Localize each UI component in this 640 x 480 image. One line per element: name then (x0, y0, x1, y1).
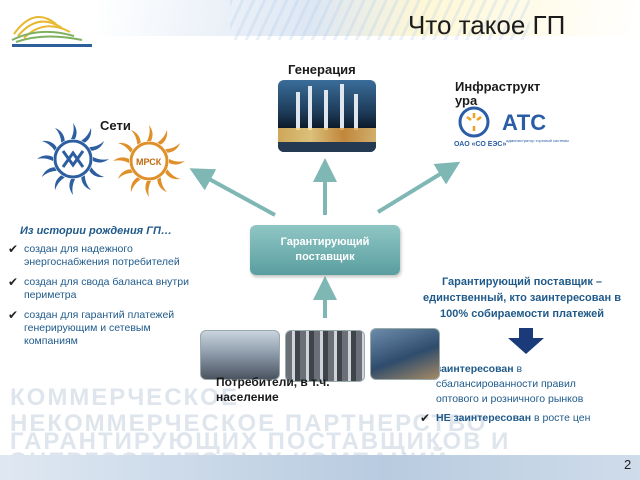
interest-bold: заинтересован (436, 363, 514, 375)
center-box-line2: поставщик (295, 251, 355, 263)
list-item: ✔ НЕ заинтересован в росте цен (420, 411, 620, 426)
interest-bold: НЕ заинтересован (436, 412, 532, 424)
history-item-text: создан для надежного энергоснабжения пот… (24, 243, 180, 268)
checkmark-icon: ✔ (8, 242, 19, 256)
infrastructure-label: Инфраструкт ура (455, 80, 540, 108)
infrastructure-label-line1: Инфраструкт (455, 79, 541, 94)
consumers-line2: население (216, 390, 279, 404)
checkmark-icon: ✔ (8, 275, 19, 289)
history-list: ✔ создан для надежного энергоснабжения по… (8, 243, 198, 355)
consumers-label: Потребители, в т.ч. население (216, 375, 330, 405)
networks-label: Сети (100, 118, 131, 133)
list-item: ✔ создан для свода баланса внутри перимет… (8, 276, 198, 302)
fsk-emblem-icon (37, 123, 109, 195)
page-number: 2 (624, 457, 632, 472)
mrsk-text: МРСК (136, 157, 162, 167)
watermark-line: ГАРАНТИРУЮЩИХ ПОСТАВЩИКОВ И (10, 428, 511, 455)
ats-org-text: ОАО «СО ЕЭС» (454, 141, 506, 148)
list-item: ✔заинтересован в сбалансированности прав… (420, 362, 620, 407)
infrastructure-label-line2: ура (455, 93, 478, 108)
down-arrow-icon (508, 328, 544, 354)
arrow-to-networks (189, 168, 276, 217)
interest-text: в сбалансированности правил оптового и р… (436, 363, 584, 405)
list-item: ✔ создан для надежного энергоснабжения по… (8, 243, 198, 269)
checkmark-icon: ✔ (8, 308, 19, 322)
top-decorative-stripe (95, 0, 640, 36)
industrial-plant-photo (200, 330, 280, 380)
partnership-logo (4, 2, 98, 50)
guarantee-statement: Гарантирующий поставщик – единственный, … (423, 276, 621, 320)
watermark-line: КОММЕРЧЕСКОЕ (10, 384, 239, 411)
checkmark-icon: ✔ (420, 411, 431, 425)
ats-logo-text: АТС (502, 110, 546, 135)
history-item-text: создан для свода баланса внутри периметр… (24, 276, 189, 301)
consumers-line1: Потребители, в т.ч. (216, 375, 330, 389)
power-plant-photo (278, 80, 376, 152)
center-box-line1: Гарантирующий (280, 236, 370, 248)
interests-list: ✔ заинтересован в сбалансированности прав… (420, 362, 620, 430)
watermark-line: НЕКОММЕРЧЕСКОЕ ПАРТНЕРСТВО (10, 410, 488, 437)
guaranteeing-supplier-box: Гарантирующий поставщик (250, 225, 400, 275)
ats-sub-text: администратор торговой системы (506, 138, 569, 143)
top-decorative-rays (230, 0, 530, 40)
arrow-to-infrastructure (376, 161, 461, 214)
slide-title: Что такое ГП (408, 10, 566, 40)
mrsk-emblem-icon: МРСК (113, 125, 185, 197)
interest-text: в росте цен (531, 412, 591, 424)
ats-logo: АТС ОАО «СО ЕЭС» администратор торговой … (454, 106, 569, 148)
history-title: Из истории рождения ГП… (20, 225, 172, 237)
people-photo (370, 328, 440, 380)
factory-machinery-photo (285, 330, 365, 382)
generation-label: Генерация (288, 62, 356, 77)
history-item-text: создан для гарантий платежей генерирующи… (24, 309, 175, 347)
list-item: ✔ создан для гарантий платежей генерирующ… (8, 309, 198, 348)
bottom-decorative-bar (0, 455, 640, 480)
